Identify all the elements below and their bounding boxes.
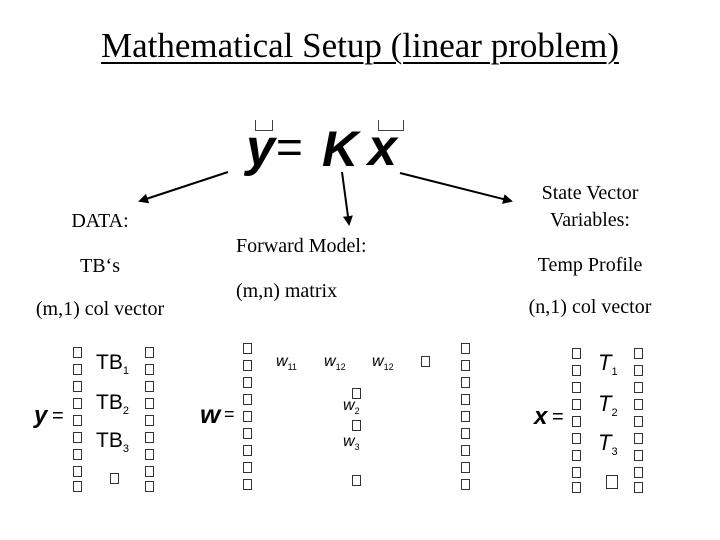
bracket-glyph bbox=[634, 365, 643, 376]
data-name-label: TB‘s bbox=[80, 255, 120, 277]
arrow-to-data bbox=[138, 171, 229, 204]
slide-title: Mathematical Setup (linear problem) bbox=[100, 26, 619, 65]
bracket-glyph bbox=[145, 347, 154, 358]
bracket-glyph bbox=[461, 360, 470, 371]
arrow-to-state-vector bbox=[399, 172, 513, 204]
equation-equals: = bbox=[276, 121, 303, 173]
bracket-glyph bbox=[73, 347, 82, 358]
bracket-glyph bbox=[634, 467, 643, 478]
forward-model-heading: Forward Model: bbox=[236, 235, 367, 257]
bracket-glyph bbox=[352, 388, 361, 399]
bracket-glyph bbox=[73, 432, 82, 443]
bracket-glyph bbox=[378, 120, 404, 131]
bracket-glyph bbox=[461, 343, 470, 354]
bracket-glyph bbox=[243, 428, 252, 439]
arrow-to-forward-model bbox=[341, 171, 353, 226]
state-shape-label: (n,1) col vector bbox=[528, 296, 652, 318]
bracket-glyph bbox=[145, 415, 154, 426]
t2-entry: T2 bbox=[598, 391, 618, 419]
data-heading: DATA: bbox=[71, 210, 129, 232]
y-symbol: y bbox=[34, 402, 48, 429]
bracket-glyph bbox=[572, 399, 581, 410]
bracket-glyph bbox=[145, 381, 154, 392]
w12-entry-second: w12 bbox=[372, 353, 394, 372]
bracket-glyph bbox=[243, 411, 252, 422]
equation-K: K bbox=[322, 121, 359, 177]
x-symbol: x bbox=[534, 403, 548, 430]
bracket-glyph bbox=[73, 364, 82, 375]
bracket-glyph bbox=[73, 398, 82, 409]
w12-entry: w12 bbox=[324, 353, 346, 372]
bracket-glyph bbox=[243, 360, 252, 371]
bracket-glyph bbox=[421, 356, 430, 367]
state-vector-heading-line2: Variables: bbox=[550, 209, 630, 231]
bracket-glyph bbox=[572, 467, 581, 478]
bracket-glyph bbox=[145, 364, 154, 375]
bracket-glyph bbox=[461, 394, 470, 405]
bracket-glyph bbox=[73, 466, 82, 477]
tb2-entry: TB2 bbox=[96, 391, 129, 417]
w-equals: = bbox=[224, 404, 235, 424]
bracket-glyph bbox=[572, 348, 581, 359]
bracket-glyph bbox=[243, 462, 252, 473]
bracket-glyph bbox=[461, 445, 470, 456]
w3-entry: w3 bbox=[343, 433, 360, 452]
bracket-glyph bbox=[572, 382, 581, 393]
bracket-glyph bbox=[243, 343, 252, 354]
forward-model-shape: (m,n) matrix bbox=[236, 280, 338, 302]
bracket-glyph bbox=[145, 432, 154, 443]
bracket-glyph bbox=[634, 382, 643, 393]
bracket-glyph bbox=[461, 428, 470, 439]
bracket-glyph bbox=[243, 377, 252, 388]
bracket-glyph bbox=[73, 381, 82, 392]
tb3-entry: TB3 bbox=[96, 429, 129, 455]
data-shape-label: (m,1) col vector bbox=[35, 298, 165, 320]
bracket-glyph bbox=[243, 479, 252, 490]
bracket-glyph bbox=[461, 411, 470, 422]
bracket-glyph bbox=[145, 481, 154, 492]
bracket-glyph bbox=[634, 450, 643, 461]
bracket-glyph bbox=[145, 466, 154, 477]
bracket-glyph bbox=[572, 450, 581, 461]
bracket-glyph bbox=[634, 348, 643, 359]
bracket-glyph bbox=[634, 399, 643, 410]
bracket-glyph bbox=[606, 475, 618, 489]
bracket-glyph bbox=[243, 394, 252, 405]
bracket-glyph bbox=[145, 449, 154, 460]
w11-entry: w11 bbox=[276, 353, 297, 372]
tb1-entry: TB1 bbox=[96, 351, 129, 377]
bracket-glyph bbox=[634, 433, 643, 444]
state-vector-heading-line1: State Vector bbox=[541, 182, 639, 204]
bracket-glyph bbox=[243, 445, 252, 456]
bracket-glyph bbox=[73, 415, 82, 426]
bracket-glyph bbox=[73, 449, 82, 460]
t1-entry: T1 bbox=[598, 350, 618, 378]
bracket-glyph bbox=[634, 416, 643, 427]
w2-entry: w2 bbox=[343, 397, 360, 416]
bracket-glyph bbox=[73, 481, 82, 492]
bracket-glyph bbox=[572, 433, 581, 444]
t3-entry: T3 bbox=[598, 430, 618, 458]
bracket-glyph bbox=[572, 365, 581, 376]
w-symbol: w bbox=[200, 399, 221, 429]
bracket-glyph bbox=[461, 479, 470, 490]
bracket-glyph bbox=[572, 482, 581, 493]
y-equals: = bbox=[52, 405, 64, 427]
bracket-glyph bbox=[461, 462, 470, 473]
bracket-glyph bbox=[255, 120, 273, 131]
bracket-glyph bbox=[634, 482, 643, 493]
bracket-glyph bbox=[110, 473, 119, 484]
bracket-glyph bbox=[352, 475, 361, 486]
x-equals: = bbox=[552, 406, 564, 428]
bracket-glyph bbox=[572, 416, 581, 427]
bracket-glyph bbox=[145, 398, 154, 409]
bracket-glyph bbox=[461, 377, 470, 388]
bracket-glyph bbox=[352, 420, 361, 431]
temp-profile-label: Temp Profile bbox=[537, 254, 643, 276]
